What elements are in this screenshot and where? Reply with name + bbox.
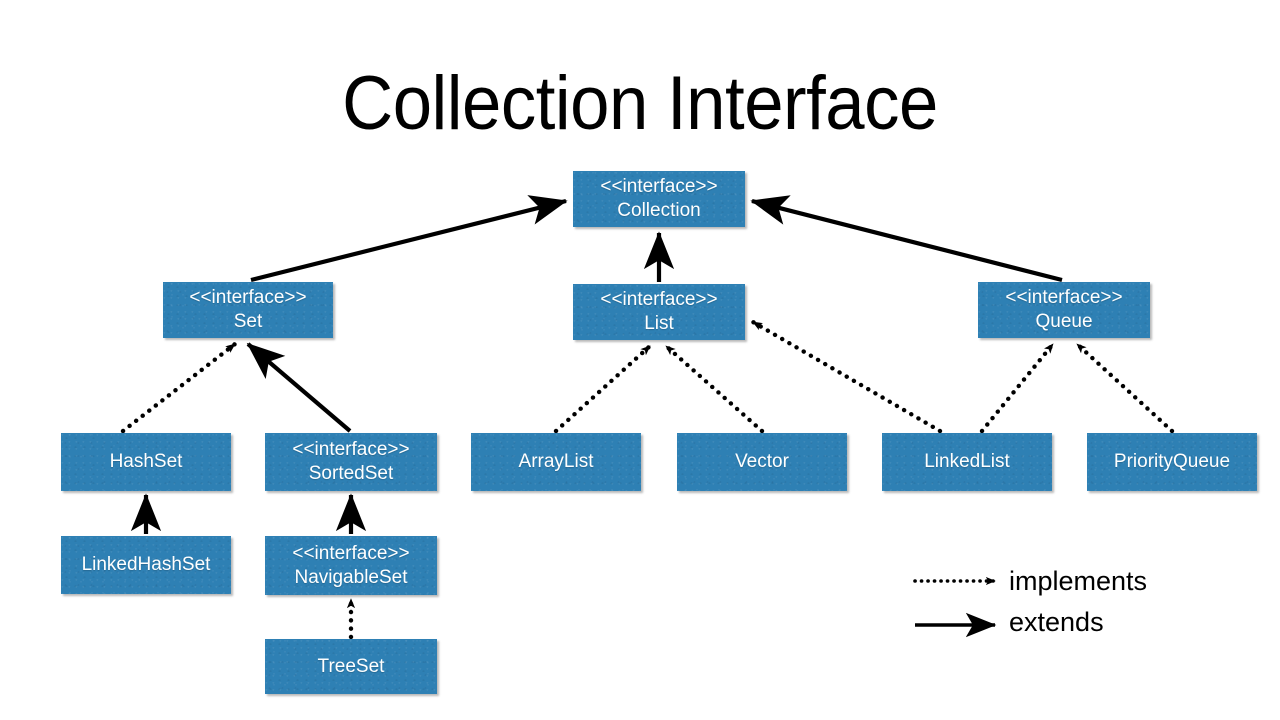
node-vector[interactable]: Vector: [677, 433, 847, 491]
node-arraylist[interactable]: ArrayList: [471, 433, 641, 491]
node-queue[interactable]: <<interface>> Queue: [978, 282, 1150, 338]
node-priorityqueue[interactable]: PriorityQueue: [1087, 433, 1257, 491]
edge-hashset-implements-set: [120, 341, 238, 434]
node-stereotype: <<interface>>: [1005, 287, 1123, 308]
legend-arrow-lines: [913, 576, 997, 638]
edge-set-extends-collection: [250, 195, 568, 283]
node-stereotype: <<interface>>: [600, 289, 718, 310]
node-label: Set: [233, 311, 263, 332]
node-label: Collection: [617, 200, 701, 221]
node-linkedlist[interactable]: LinkedList: [882, 433, 1052, 491]
node-label: PriorityQueue: [1113, 451, 1231, 472]
node-label: SortedSet: [308, 463, 394, 484]
node-sortedset[interactable]: <<interface>> SortedSet: [265, 433, 437, 491]
node-label: NavigableSet: [294, 566, 408, 588]
node-linkedhashset[interactable]: LinkedHashSet: [61, 536, 231, 594]
node-navigableset[interactable]: <<interface>>NavigableSet: [265, 536, 437, 595]
node-label: LinkedHashSet: [81, 554, 211, 575]
edge-linkedlist-implements-list: [750, 319, 943, 434]
node-label: Queue: [1035, 311, 1093, 332]
node-label: ArrayList: [518, 451, 594, 472]
node-treeset[interactable]: TreeSet: [265, 639, 437, 694]
node-stereotype: <<interface>>: [189, 287, 307, 308]
edge-vector-implements-list: [663, 343, 765, 434]
legend-implements-label: implements: [1009, 566, 1148, 596]
node-list[interactable]: <<interface>> List: [573, 284, 745, 340]
node-collection[interactable]: <<interface>> Collection: [573, 171, 745, 227]
node-stereotype: <<interface>>: [292, 542, 410, 564]
node-label: LinkedList: [924, 451, 1010, 472]
node-stereotype: <<interface>>: [600, 176, 718, 197]
node-label: List: [644, 313, 674, 334]
edge-linkedlist-implements-queue: [979, 341, 1056, 434]
edge-sortedset-extends-set: [246, 342, 352, 433]
node-label: TreeSet: [317, 655, 385, 677]
edge-arraylist-implements-list: [553, 343, 653, 434]
node-hashset[interactable]: HashSet: [61, 433, 231, 491]
node-set[interactable]: <<interface>> Set: [163, 282, 333, 338]
edge-priorityqueue-implements-queue: [1074, 341, 1175, 434]
page-title: Collection Interface: [342, 61, 938, 146]
legend-extends-label: extends: [1009, 607, 1104, 637]
edge-queue-extends-collection: [750, 195, 1063, 283]
node-label: Vector: [735, 451, 789, 472]
node-label: HashSet: [109, 451, 183, 472]
node-stereotype: <<interface>>: [292, 439, 410, 460]
